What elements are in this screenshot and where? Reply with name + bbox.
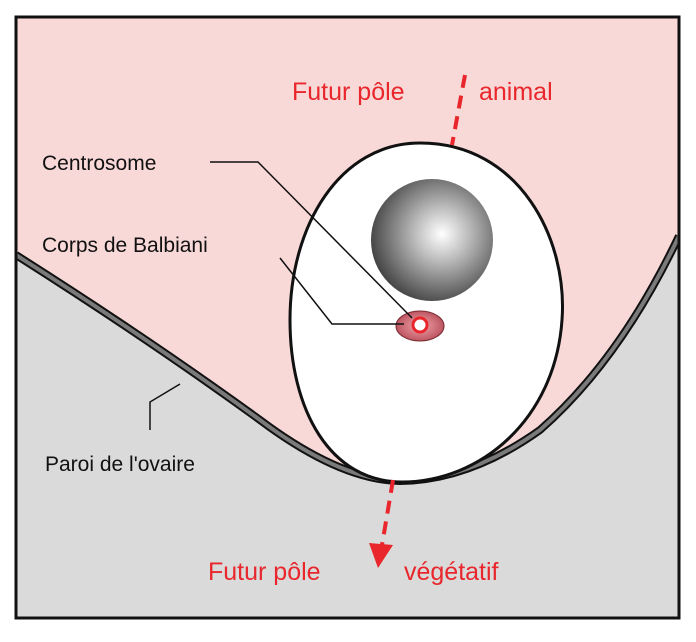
animal-pole-label-right: animal (479, 78, 553, 106)
centrosome (411, 316, 429, 334)
ovary-wall-leader-line (149, 383, 181, 430)
centrosome-leader-line (210, 161, 413, 319)
vegetal-pole-label-right: végétatif (404, 558, 499, 586)
vegetal-pole-label-left: Futur pôle (208, 558, 321, 586)
vegetal-pole-axis (380, 479, 395, 546)
balbiani-leader-line (279, 257, 404, 325)
balbiani-body-label: Corps de Balbiani (42, 234, 208, 257)
centrosome-label: Centrosome (42, 152, 156, 175)
diagram-frame (14, 15, 681, 620)
nucleus (371, 179, 493, 301)
animal-pole-axis (450, 74, 467, 146)
animal-pole-label-left: Futur pôle (292, 78, 405, 106)
ovary-region (16, 236, 679, 618)
ovary-wall-label: Paroi de l'ovaire (45, 453, 195, 476)
vegetal-arrow-head-icon (369, 543, 393, 568)
